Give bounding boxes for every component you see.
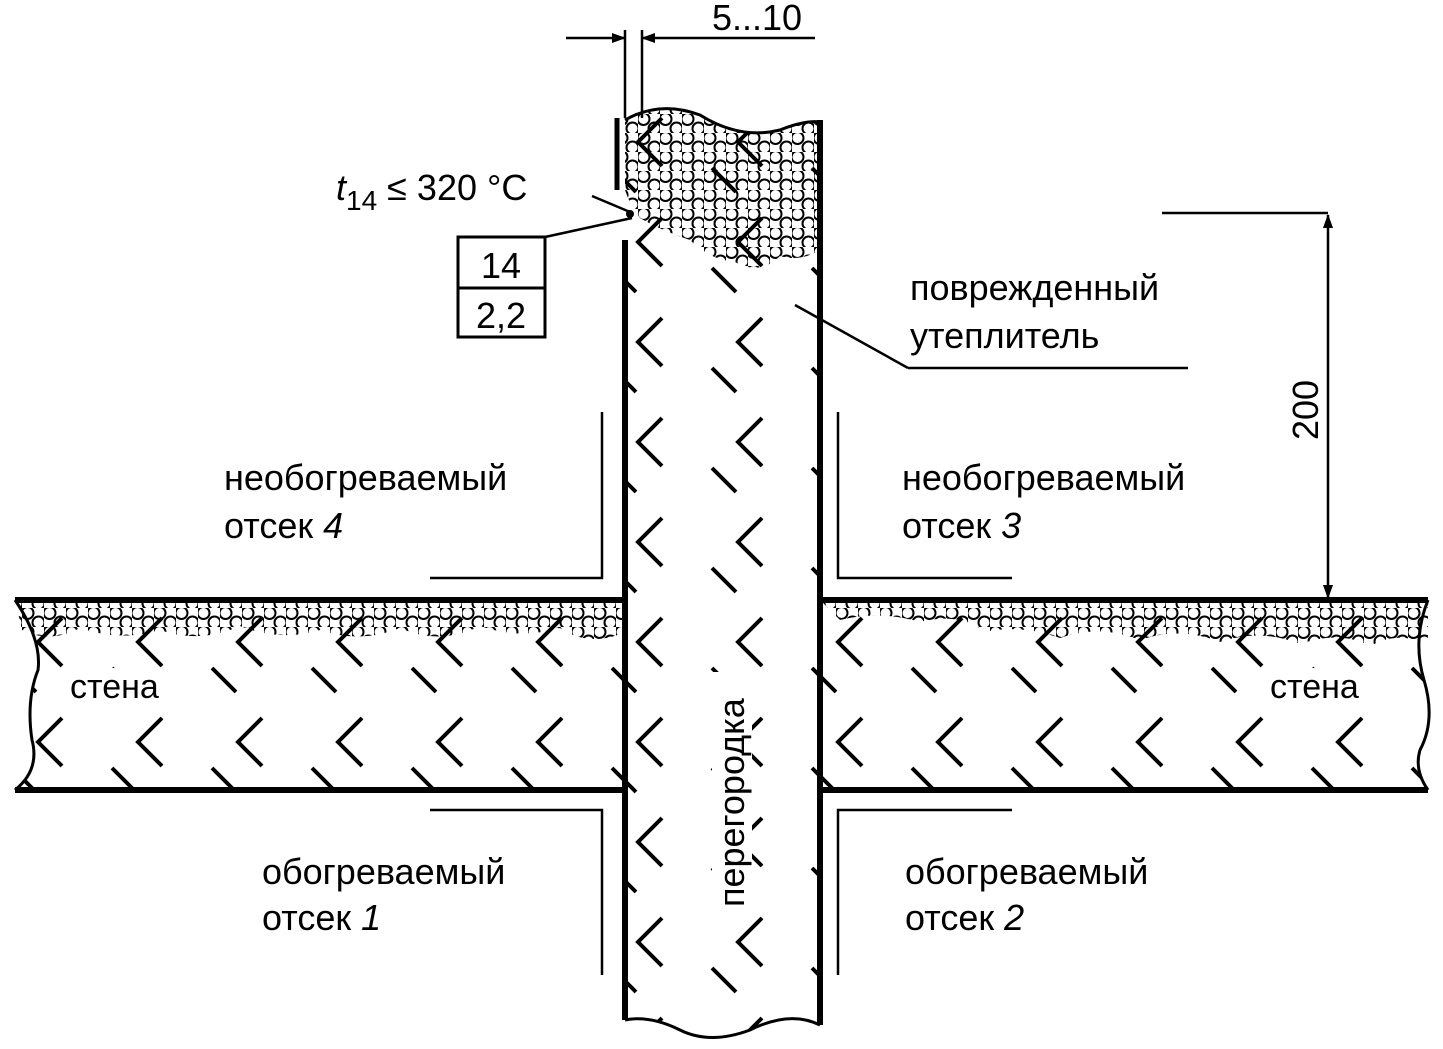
wall-left-insulation-damage [15, 600, 625, 640]
wall-right-break-line [1416, 599, 1431, 791]
heated-1-word: отсек [262, 897, 361, 938]
partition-label-bg [712, 672, 752, 910]
damaged-insulation-leader [794, 303, 1188, 370]
partition-body [625, 108, 820, 1038]
measurement-point-dot [626, 210, 634, 218]
partition-damaged-insulation [625, 108, 820, 268]
unheated-compartment-3-label-2: отсек 3 [902, 505, 1021, 546]
point-value: 2,2 [476, 295, 526, 336]
wall-left-break-line [13, 599, 41, 792]
damaged-insulation-label-2: утеплитель [910, 315, 1099, 356]
dimension-gap-label: 5...10 [712, 0, 802, 38]
damaged-insulation-label-1: поврежденный [910, 267, 1159, 308]
partition-top-break-line [624, 107, 821, 135]
heated-compartment-2-label-2: отсек 2 [905, 897, 1024, 938]
temp-symbol: t [336, 167, 348, 208]
unheated-compartment-4-label-2: отсек 4 [224, 505, 343, 546]
unheated-4-word: отсек [224, 505, 323, 546]
heated-1-number: 1 [361, 897, 381, 938]
wall-right-insulation-damage [820, 600, 1428, 646]
corner-mark-unheated-left [430, 412, 604, 580]
unheated-3-word: отсек [902, 505, 1001, 546]
heated-compartment-2-label-1: обогреваемый [905, 851, 1148, 892]
point-leader-line [544, 216, 633, 239]
wall [13, 597, 1431, 793]
heated-compartment-1-label-1: обогреваемый [262, 851, 505, 892]
partition-bottom-break-line [624, 1017, 821, 1039]
partition-label: перегородка [711, 697, 752, 907]
heated-2-word: отсек [905, 897, 1004, 938]
dimension-height-label: 200 [1285, 380, 1326, 440]
corner-mark-heated-left [430, 808, 604, 975]
unheated-3-number: 3 [1001, 505, 1021, 546]
wall-left-label: стена [70, 668, 159, 706]
point-number: 14 [481, 245, 521, 286]
partition [614, 107, 823, 1039]
damaged-leader-diagonal [794, 303, 909, 370]
corner-mark-unheated-right [836, 412, 1012, 580]
temp-subscript: 14 [346, 185, 377, 216]
heated-2-number: 2 [1003, 897, 1024, 938]
heated-compartment-1-label-2: отсек 1 [262, 897, 381, 938]
unheated-4-number: 4 [323, 505, 343, 546]
compartment-corner-marks [430, 412, 1012, 975]
wall-left-label-bg [64, 668, 178, 706]
wall-left-body [15, 600, 625, 790]
wall-right-label: стена [1270, 668, 1359, 706]
corner-mark-heated-right [836, 808, 1012, 975]
dimension-gap [566, 30, 815, 118]
wall-right-label-bg [1264, 668, 1378, 706]
dimension-height [1162, 211, 1333, 599]
unheated-compartment-4-label-1: необогреваемый [224, 457, 507, 498]
wall-right-body [820, 600, 1430, 790]
temperature-callout [456, 194, 633, 339]
temp-leader-line [591, 194, 631, 214]
unheated-compartment-3-label-1: необогреваемый [902, 457, 1185, 498]
temp-limit: ≤ 320 °С [377, 167, 527, 208]
temperature-condition: t14 ≤ 320 °С [336, 167, 527, 216]
